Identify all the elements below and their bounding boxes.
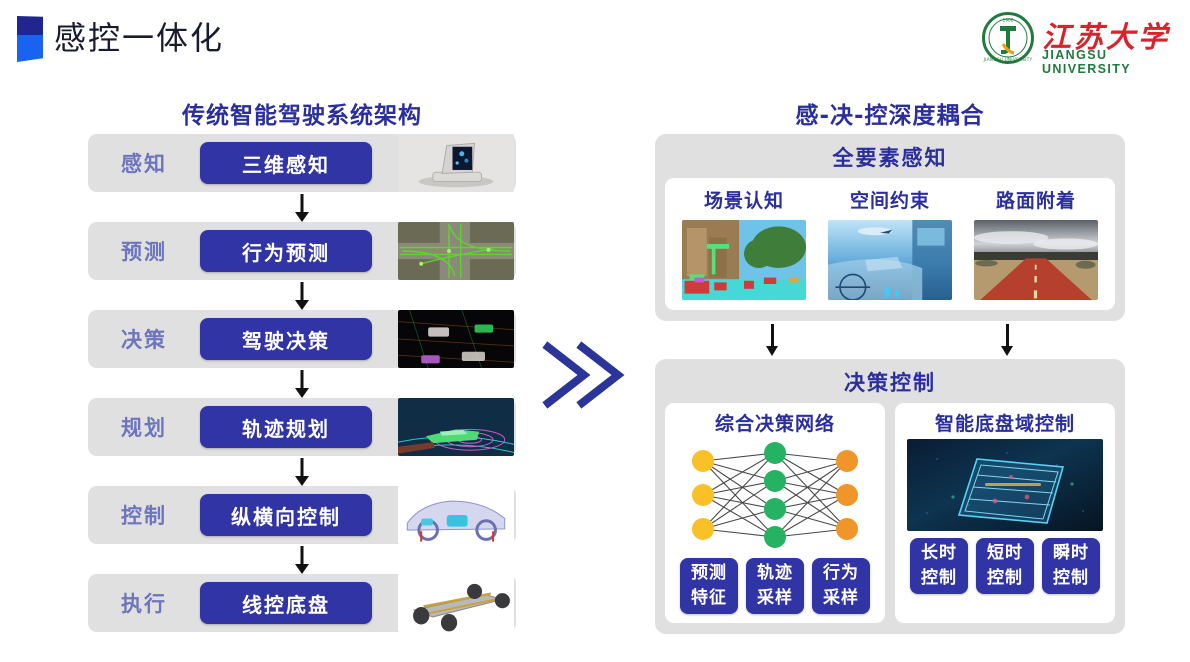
night-pointcloud-photo (398, 310, 514, 368)
pipeline-down-arrow (88, 368, 516, 398)
nn-input-node (692, 484, 714, 506)
transition-chevrons (540, 335, 640, 415)
blue-hud-cockpit-photo (828, 220, 952, 300)
perception-item-label: 场景认知 (703, 190, 784, 212)
pipeline-module-box[interactable]: 三维感知 (200, 142, 372, 184)
control-box: 决策控制 综合决策网络 预测特征轨迹采样行为采样 智能底盘域控制 (655, 359, 1125, 634)
mini-btn-line2: 控制 (1053, 568, 1089, 588)
university-name-en: JIANGSU UNIVERSITY (1042, 48, 1132, 76)
mini-btn-line2: 采样 (757, 588, 793, 608)
chassis-control-card: 智能底盘域控制 (895, 403, 1115, 623)
svg-text:1902: 1902 (1003, 18, 1014, 23)
traditional-pipeline: 感知 三维感知 预测 行为预测 决策 驾驶决策 (88, 134, 516, 632)
mini-btn-line1: 轨迹 (757, 563, 793, 583)
nn-output-node (836, 450, 858, 472)
double-right-chevron-icon (542, 341, 625, 409)
nn-hidden-node (764, 498, 786, 520)
nn-output-node (836, 484, 858, 506)
chassis-control-button[interactable]: 短时控制 (976, 538, 1034, 594)
mini-btn-line2: 控制 (921, 568, 957, 588)
mini-btn-line2: 控制 (987, 568, 1023, 588)
chassis-xray-photo (398, 486, 514, 544)
pipeline-stage-label: 控制 (121, 504, 167, 528)
perception-item-label: 空间约束 (849, 190, 930, 212)
perception-item: 空间约束 (823, 186, 957, 300)
nn-input-node (692, 518, 714, 540)
chassis-control-title: 智能底盘域控制 (934, 413, 1075, 435)
university-name-cn: 江苏大学 (1042, 20, 1171, 54)
pipeline-stage-label: 执行 (121, 592, 167, 616)
intersection-trajectory-photo (398, 222, 514, 280)
nn-input-node (692, 450, 714, 472)
pipeline-stage-label: 预测 (121, 240, 167, 264)
perception-to-control-arrows (655, 321, 1125, 359)
mini-btn-line1: 长时 (921, 543, 957, 563)
page-title: 感控一体化 (54, 19, 225, 57)
decision-network-button[interactable]: 轨迹采样 (746, 558, 804, 614)
pipeline-module-box[interactable]: 纵横向控制 (200, 494, 372, 536)
chassis-control-button[interactable]: 瞬时控制 (1042, 538, 1100, 594)
pipeline-row: 感知 三维感知 (88, 134, 516, 192)
perception-box: 全要素感知 场景认知 空间约束 (655, 134, 1125, 321)
mini-btn-line2: 特征 (691, 588, 727, 608)
pipeline-down-arrow (88, 456, 516, 486)
green-car-trajectory-photo (398, 398, 514, 456)
semantic-segmentation-street-photo (682, 220, 806, 300)
decision-network-card: 综合决策网络 预测特征轨迹采样行为采样 (665, 403, 885, 623)
coupled-architecture-panel: 全要素感知 场景认知 空间约束 (655, 134, 1125, 634)
pipeline-row: 控制 纵横向控制 (88, 486, 516, 544)
mini-btn-line1: 短时 (987, 543, 1023, 563)
decision-network-button[interactable]: 预测特征 (680, 558, 738, 614)
lidar-sensor-photo (398, 134, 514, 192)
perception-item: 场景认知 (677, 186, 811, 300)
mini-btn-line1: 行为 (823, 563, 859, 583)
mini-btn-line1: 瞬时 (1053, 543, 1089, 563)
control-box-title: 决策控制 (844, 371, 936, 395)
slide-header: 感控一体化 1902 JIANGSU UNIVERSITY 江苏大学 JIANG… (0, 0, 1190, 76)
perception-card: 场景认知 空间约束 (665, 178, 1115, 310)
nn-hidden-node (764, 470, 786, 492)
skateboard-chassis-photo (398, 574, 514, 632)
perception-item: 路面附着 (969, 186, 1103, 300)
pipeline-stage-label: 感知 (121, 152, 167, 176)
left-column-heading: 传统智能驾驶系统架构 (182, 103, 422, 129)
chassis-wireframe-photo (907, 439, 1103, 531)
pipeline-row: 执行 线控底盘 (88, 574, 516, 632)
decision-network-title: 综合决策网络 (714, 413, 835, 435)
svg-text:JIANGSU UNIVERSITY: JIANGSU UNIVERSITY (983, 57, 1033, 62)
nn-hidden-node (764, 442, 786, 464)
right-column-heading: 感-决-控深度耦合 (795, 103, 985, 129)
nn-output-node (836, 518, 858, 540)
nn-hidden-node (764, 526, 786, 548)
pipeline-row: 决策 驾驶决策 (88, 310, 516, 368)
chassis-control-button[interactable]: 长时控制 (910, 538, 968, 594)
mini-btn-line1: 预测 (691, 563, 727, 583)
pipeline-stage-label: 规划 (121, 416, 167, 440)
pipeline-module-box[interactable]: 轨迹规划 (200, 406, 372, 448)
pipeline-down-arrow (88, 280, 516, 310)
university-seal-icon: 1902 JIANGSU UNIVERSITY (982, 12, 1034, 64)
pipeline-module-box[interactable]: 行为预测 (200, 230, 372, 272)
pipeline-row: 规划 轨迹规划 (88, 398, 516, 456)
pipeline-row: 预测 行为预测 (88, 222, 516, 280)
mini-btn-line2: 采样 (823, 588, 859, 608)
title-marker-icon (17, 16, 43, 62)
pipeline-module-box[interactable]: 线控底盘 (200, 582, 372, 624)
pipeline-module-box[interactable]: 驾驶决策 (200, 318, 372, 360)
pipeline-down-arrow (88, 544, 516, 574)
red-road-surface-photo (974, 220, 1098, 300)
pipeline-stage-label: 决策 (121, 328, 167, 352)
university-logo: 1902 JIANGSU UNIVERSITY 江苏大学 JIANGSU UNI… (982, 12, 1178, 76)
perception-box-title: 全要素感知 (832, 146, 948, 170)
decision-network-button[interactable]: 行为采样 (812, 558, 870, 614)
neural-network-diagram-icon (692, 442, 858, 548)
perception-item-label: 路面附着 (995, 190, 1076, 212)
pipeline-down-arrow (88, 192, 516, 222)
